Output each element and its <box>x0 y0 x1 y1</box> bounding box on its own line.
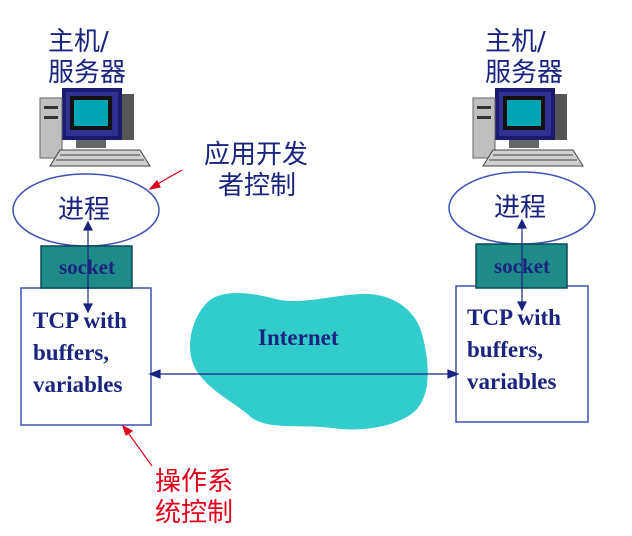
computer-icon <box>39 88 151 167</box>
left-socket-arrow <box>83 220 93 314</box>
app-dev-annotation-line2: 者控制 <box>218 171 297 201</box>
right-tcp-line3: variables <box>467 369 557 394</box>
computer-icon <box>472 88 584 167</box>
right-host-label-line1: 主机/ <box>485 27 546 57</box>
right-process-label: 进程 <box>494 193 547 223</box>
os-pointer-arrow <box>121 424 153 467</box>
left-tcp-box <box>20 287 152 426</box>
os-annotation-line1: 操作系 <box>155 467 234 497</box>
internet-label: Internet <box>258 325 339 350</box>
internet-cloud <box>190 293 428 430</box>
os-annotation-line2: 统控制 <box>155 498 234 528</box>
left-host-label-line2: 服务器 <box>48 58 127 88</box>
left-socket-box <box>40 245 133 289</box>
left-tcp-line3: variables <box>33 372 123 397</box>
left-process-label: 进程 <box>58 195 111 225</box>
left-host-label-line1: 主机/ <box>48 27 109 57</box>
right-tcp-line1: TCP with <box>467 305 561 330</box>
left-socket-label: socket <box>59 255 115 279</box>
right-tcp-line2: buffers, <box>467 337 544 362</box>
app-dev-pointer-arrow <box>148 169 183 190</box>
app-dev-annotation-line1: 应用开发 <box>204 140 309 170</box>
connection-arrow <box>148 369 460 379</box>
right-socket-arrow <box>517 218 527 312</box>
right-socket-label: socket <box>494 254 550 278</box>
left-tcp-line2: buffers, <box>33 340 110 365</box>
left-tcp-line1: TCP with <box>33 308 127 333</box>
right-host-label-line2: 服务器 <box>485 58 564 88</box>
